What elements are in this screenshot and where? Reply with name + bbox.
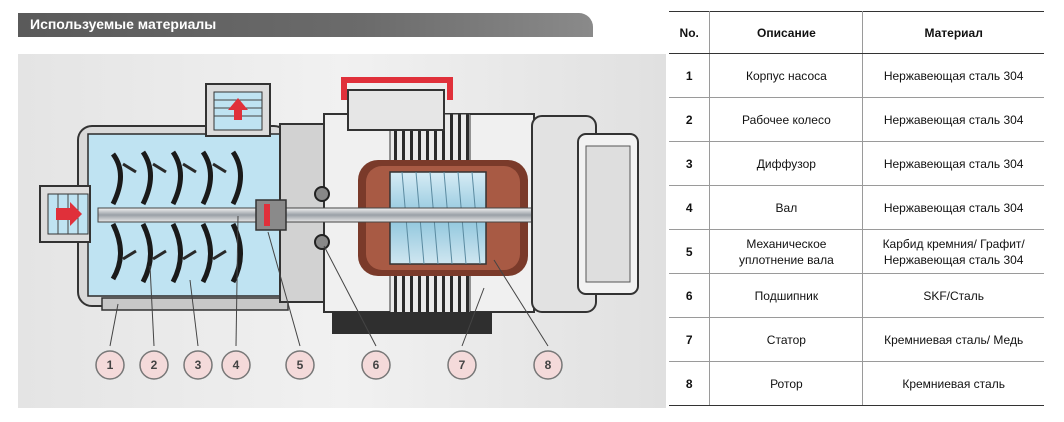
column-header-material: Материал xyxy=(862,11,1044,54)
mechanical-seal xyxy=(255,199,287,231)
table-row: 8 Ротор Кремниевая сталь xyxy=(669,361,1044,406)
row-material: Карбид кремния/ Графит/ Нержавеющая стал… xyxy=(862,229,1044,274)
callout-8: 8 xyxy=(533,350,563,380)
row-no: 1 xyxy=(669,53,711,98)
callout-5: 5 xyxy=(285,350,315,380)
row-description: Статор xyxy=(709,317,864,362)
callout-6-label: 6 xyxy=(373,358,380,372)
row-description: Диффузор xyxy=(709,141,864,186)
row-no: 7 xyxy=(669,317,711,362)
inlet-port xyxy=(39,185,91,243)
callout-8-label: 8 xyxy=(545,358,552,372)
table-row: 1 Корпус насоса Нержавеющая сталь 304 xyxy=(669,53,1044,98)
pump-cutaway-diagram: 1 2 3 4 5 6 7 8 xyxy=(18,54,666,408)
materials-table: No. Описание Материал 1 Корпус насоса Не… xyxy=(669,11,1044,406)
callout-4: 4 xyxy=(221,350,251,380)
callout-5-label: 5 xyxy=(297,358,304,372)
callout-7-label: 7 xyxy=(459,358,466,372)
outlet-port xyxy=(205,83,271,137)
section-header: Используемые материалы xyxy=(18,13,593,37)
row-description: Рабочее колесо xyxy=(709,97,864,142)
column-header-description: Описание xyxy=(709,11,864,54)
table-row: 5 Механическое уплотнение вала Карбид кр… xyxy=(669,229,1044,274)
callout-3: 3 xyxy=(183,350,213,380)
row-description: Механическое уплотнение вала xyxy=(709,229,864,274)
table-row: 2 Рабочее колесо Нержавеющая сталь 304 xyxy=(669,97,1044,142)
row-description: Подшипник xyxy=(709,273,864,318)
row-material: Нержавеющая сталь 304 xyxy=(862,97,1044,142)
row-no: 4 xyxy=(669,185,711,230)
row-material: SKF/Сталь xyxy=(862,273,1044,318)
shaft xyxy=(97,207,589,223)
row-description: Корпус насоса xyxy=(709,53,864,98)
callout-6: 6 xyxy=(361,350,391,380)
callout-1: 1 xyxy=(95,350,125,380)
row-material: Кремниевая сталь/ Медь xyxy=(862,317,1044,362)
table-header-row: No. Описание Материал xyxy=(669,11,1044,54)
callout-2-label: 2 xyxy=(151,358,158,372)
row-material: Нержавеющая сталь 304 xyxy=(862,185,1044,230)
callout-1-label: 1 xyxy=(107,358,114,372)
row-no: 5 xyxy=(669,229,711,274)
column-header-no: No. xyxy=(669,11,711,54)
leader-lines xyxy=(109,215,549,347)
row-no: 2 xyxy=(669,97,711,142)
section-title: Используемые материалы xyxy=(30,16,217,32)
callout-3-label: 3 xyxy=(195,358,202,372)
table-row: 4 Вал Нержавеющая сталь 304 xyxy=(669,185,1044,230)
table-row: 6 Подшипник SKF/Сталь xyxy=(669,273,1044,318)
row-no: 3 xyxy=(669,141,711,186)
callout-4-label: 4 xyxy=(233,358,240,372)
row-no: 6 xyxy=(669,273,711,318)
fan-cover xyxy=(531,115,639,313)
terminal-box xyxy=(341,77,453,131)
row-description: Вал xyxy=(709,185,864,230)
callout-7: 7 xyxy=(447,350,477,380)
table-row: 7 Статор Кремниевая сталь/ Медь xyxy=(669,317,1044,362)
table-row: 3 Диффузор Нержавеющая сталь 304 xyxy=(669,141,1044,186)
row-material: Кремниевая сталь xyxy=(862,361,1044,406)
callout-2: 2 xyxy=(139,350,169,380)
row-no: 8 xyxy=(669,361,711,406)
row-description: Ротор xyxy=(709,361,864,406)
impeller-stages xyxy=(110,150,243,284)
row-material: Нержавеющая сталь 304 xyxy=(862,141,1044,186)
row-material: Нержавеющая сталь 304 xyxy=(862,53,1044,98)
